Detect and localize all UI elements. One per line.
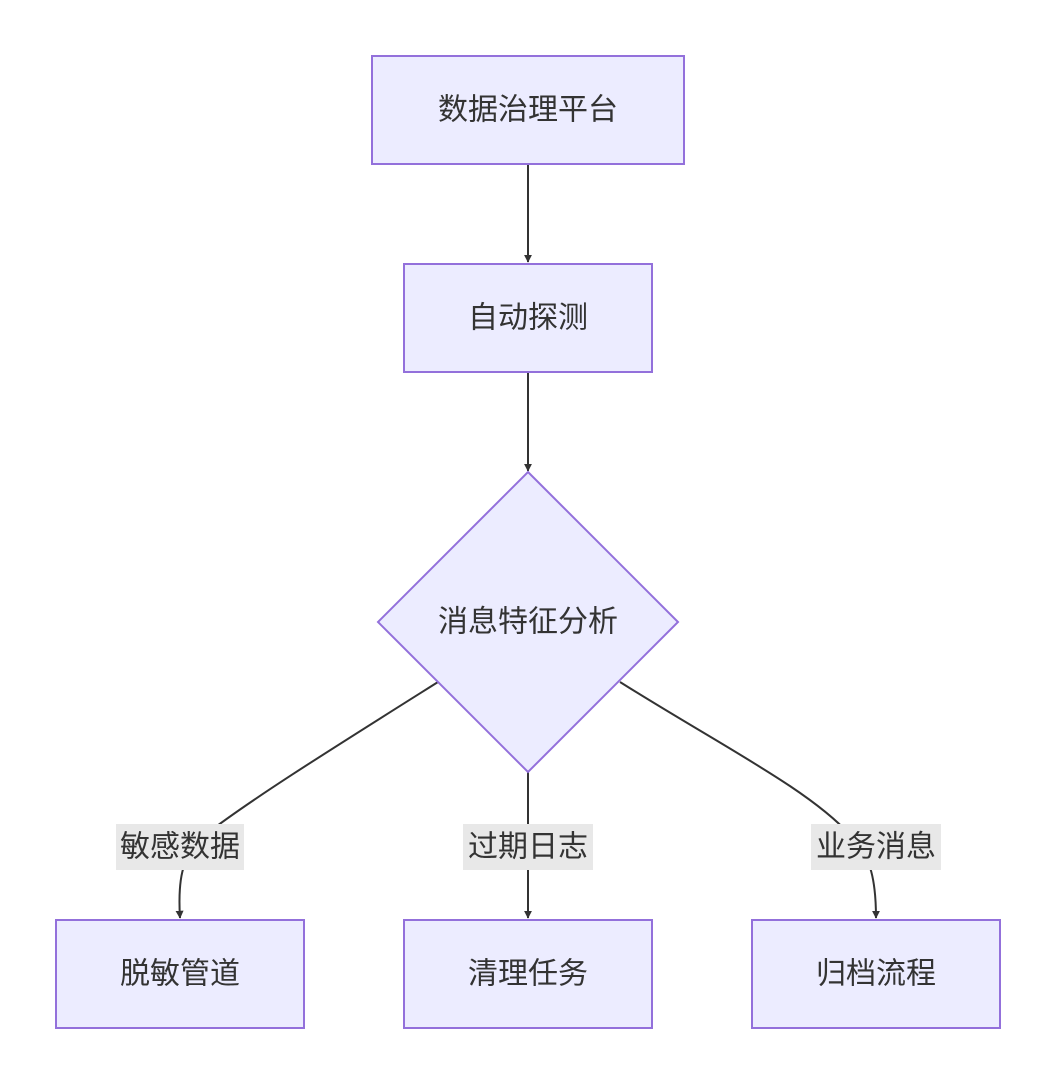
- node-cleanup-label: 清理任务: [468, 957, 588, 992]
- node-analyze-diamond: [376, 470, 680, 774]
- node-mask-box: [55, 919, 305, 1029]
- edge-label-business: 业务消息: [811, 824, 941, 870]
- node-cleanup[interactable]: 清理任务: [403, 919, 653, 1029]
- node-platform-label: 数据治理平台: [438, 93, 618, 128]
- node-archive-box: [751, 919, 1001, 1029]
- edge-label-sensitive-text: 敏感数据: [120, 830, 240, 865]
- edge-label-business-text: 业务消息: [816, 830, 936, 865]
- node-platform[interactable]: 数据治理平台: [371, 55, 685, 165]
- edge-analyze-to-archive: [619, 681, 880, 919]
- node-detect[interactable]: 自动探测: [403, 263, 653, 373]
- edge-label-business-bg: [811, 824, 941, 870]
- edge-label-expired-text: 过期日志: [468, 830, 588, 865]
- node-detect-box: [403, 263, 653, 373]
- edge-label-sensitive: 敏感数据: [116, 824, 244, 870]
- node-analyze-label: 消息特征分析: [438, 605, 618, 640]
- edge-label-sensitive-bg: [116, 824, 244, 870]
- node-analyze-decision[interactable]: 消息特征分析: [376, 470, 680, 774]
- node-archive[interactable]: 归档流程: [751, 919, 1001, 1029]
- edge-analyze-to-mask: [175, 681, 439, 919]
- edge-label-expired-bg: [463, 824, 593, 870]
- edges: [175, 164, 880, 919]
- node-platform-box: [371, 55, 685, 165]
- node-cleanup-box: [403, 919, 653, 1029]
- node-mask-label: 脱敏管道: [120, 957, 240, 992]
- node-archive-label: 归档流程: [816, 957, 936, 992]
- node-detect-label: 自动探测: [468, 301, 588, 336]
- edge-label-expired: 过期日志: [463, 824, 593, 870]
- node-mask[interactable]: 脱敏管道: [55, 919, 305, 1029]
